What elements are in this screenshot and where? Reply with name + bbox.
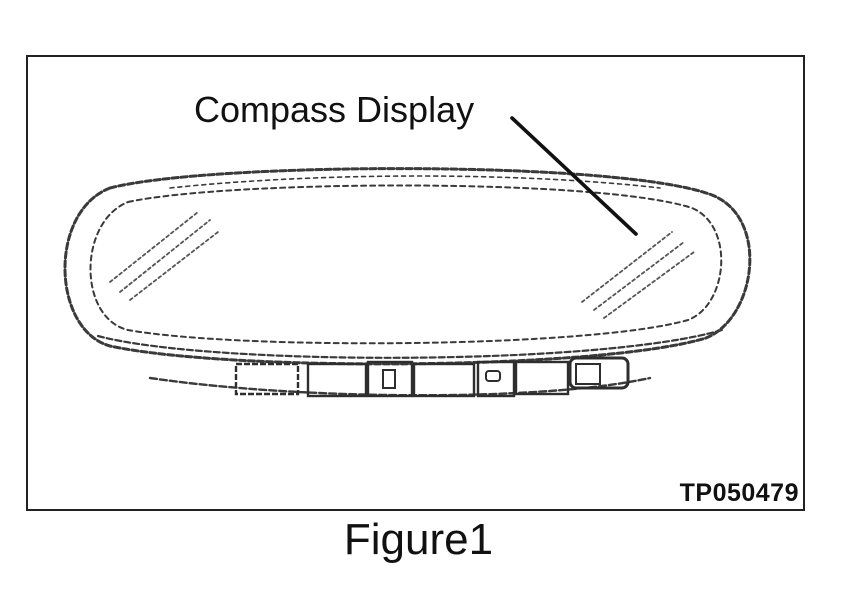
mirror-button-7 bbox=[568, 356, 630, 390]
mirror-button-3 bbox=[366, 360, 414, 398]
mirror-button-5 bbox=[476, 360, 516, 398]
mirror-button-2 bbox=[306, 362, 368, 398]
mirror-button-3-indicator bbox=[382, 369, 396, 389]
compass-display-label: Compass Display bbox=[194, 89, 475, 130]
mirror-glass bbox=[89, 184, 723, 345]
figure-caption-text: Figure1 bbox=[343, 515, 494, 564]
mirror-button-6 bbox=[514, 360, 570, 396]
callout-leader-line bbox=[510, 116, 638, 236]
mirror-button-7-inner bbox=[575, 363, 601, 385]
glass-glare-right bbox=[581, 231, 695, 319]
figure-caption: Figure1 bbox=[0, 512, 855, 568]
mirror-button-4 bbox=[412, 362, 476, 398]
mirror-outer-housing bbox=[63, 167, 752, 366]
figure-frame bbox=[26, 55, 805, 511]
mirror-control-buttons bbox=[234, 356, 630, 398]
mirror-top-rim bbox=[169, 175, 661, 189]
mirror-bottom-chin bbox=[96, 328, 724, 359]
figure-id-code: TP050479 bbox=[679, 479, 799, 507]
mirror-button-1 bbox=[234, 362, 300, 396]
mirror-button-5-indicator bbox=[485, 370, 501, 382]
glass-glare-left bbox=[109, 211, 219, 301]
